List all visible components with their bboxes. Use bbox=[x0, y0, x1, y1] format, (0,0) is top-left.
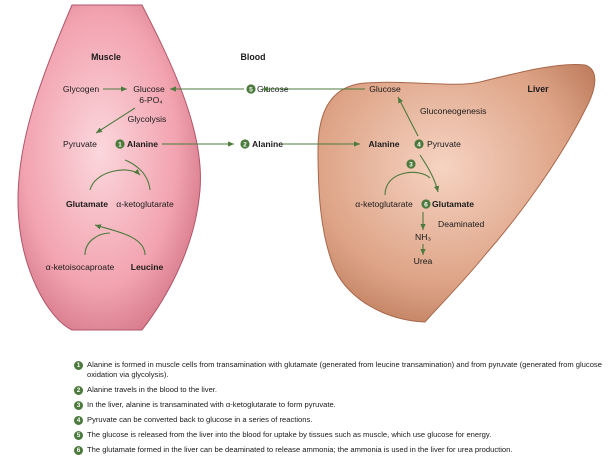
step-badge: 3 bbox=[74, 401, 83, 410]
pyruvate-muscle-label: Pyruvate bbox=[63, 139, 97, 149]
muscle-label: Muscle bbox=[91, 52, 121, 62]
reaction-arrows bbox=[84, 86, 440, 256]
gluconeogenesis-label: Gluconeogenesis bbox=[420, 106, 486, 116]
svg-text:2: 2 bbox=[243, 141, 247, 148]
glycogen-label: Glycogen bbox=[63, 84, 100, 94]
glucose-liver-label: Glucose bbox=[369, 84, 401, 94]
akg-liver-label: α-ketoglutarate bbox=[355, 199, 413, 209]
step-badge-6: 6 bbox=[421, 199, 431, 209]
nh3-label: NH₃ bbox=[415, 232, 431, 242]
akic-label: α-ketoisocaproate bbox=[46, 262, 115, 272]
leucine-label: Leucine bbox=[131, 262, 164, 272]
muscle-transamination-arc-top bbox=[89, 168, 141, 191]
alanine-liver-label: Alanine bbox=[368, 139, 399, 149]
pyruvate-liver-label: Pyruvate bbox=[427, 139, 461, 149]
glucose-6p-label: Glucose bbox=[133, 84, 165, 94]
glucose-6p-sub-label: 6-PO₄ bbox=[139, 95, 163, 105]
svg-text:5: 5 bbox=[249, 86, 253, 93]
svg-text:1: 1 bbox=[118, 141, 122, 148]
step-badge: 5 bbox=[74, 431, 83, 440]
legend-item: 6 The glutamate formed in the liver can b… bbox=[74, 445, 604, 455]
legend-text: Pyruvate can be converted back to glucos… bbox=[87, 415, 313, 424]
glycolysis-label: Glycolysis bbox=[128, 114, 167, 124]
step-badge-2: 2 bbox=[240, 139, 250, 149]
muscle-leucine-arc-top bbox=[94, 224, 146, 256]
liver-label: Liver bbox=[527, 84, 549, 94]
pyruvate-to-glucose-liver-arrow bbox=[397, 96, 419, 137]
step-badge: 2 bbox=[74, 386, 83, 395]
muscle-leucine-arc-bottom bbox=[84, 232, 111, 256]
legend-text: In the liver, alanine is transaminated w… bbox=[87, 400, 336, 409]
legend-item: 5 The glucose is released from the liver … bbox=[74, 430, 604, 440]
step-badge-4: 4 bbox=[414, 139, 424, 149]
liver-transamination-arc-top bbox=[384, 171, 431, 196]
step-badge: 4 bbox=[74, 416, 83, 425]
muscle-transamination-arc-bottom bbox=[124, 159, 151, 191]
legend-text: Alanine travels in the blood to the live… bbox=[87, 385, 218, 394]
step-badge-5: 5 bbox=[246, 84, 256, 94]
blood-label: Blood bbox=[241, 52, 266, 62]
muscle-shape bbox=[17, 4, 201, 331]
svg-text:4: 4 bbox=[417, 141, 421, 148]
svg-text:6: 6 bbox=[424, 201, 428, 208]
alanine-blood-label: Alanine bbox=[252, 139, 283, 149]
legend-item: 2 Alanine travels in the blood to the liv… bbox=[74, 385, 604, 395]
akg-muscle-label: α-ketoglutarate bbox=[116, 199, 174, 209]
legend-text: The glucose is released from the liver i… bbox=[87, 430, 492, 439]
step-badge-3: 3 bbox=[406, 159, 416, 169]
svg-text:3: 3 bbox=[409, 161, 413, 168]
step-badge: 1 bbox=[74, 361, 83, 370]
glutamate-liver-label: Glutamate bbox=[432, 199, 474, 209]
legend-item: 4 Pyruvate can be converted back to gluco… bbox=[74, 415, 604, 425]
deaminated-label: Deaminated bbox=[438, 219, 485, 229]
legend-text: The glutamate formed in the liver can be… bbox=[87, 445, 513, 454]
legend-list: 1 Alanine is formed in muscle cells from … bbox=[74, 360, 604, 460]
legend-item: 3 In the liver, alanine is transaminated … bbox=[74, 400, 604, 410]
legend-text: Alanine is formed in muscle cells from t… bbox=[87, 360, 602, 379]
glutamate-muscle-label: Glutamate bbox=[66, 199, 108, 209]
legend-item: 1 Alanine is formed in muscle cells from … bbox=[74, 360, 604, 380]
glucose-to-pyruvate-arrow bbox=[95, 107, 136, 134]
urea-label: Urea bbox=[414, 256, 433, 266]
liver-transamination-arc-bottom bbox=[419, 154, 440, 193]
liver-shape bbox=[317, 63, 596, 323]
step-badge-1: 1 bbox=[115, 139, 125, 149]
step-badge: 6 bbox=[74, 446, 83, 455]
alanine-muscle-label: Alanine bbox=[127, 139, 158, 149]
